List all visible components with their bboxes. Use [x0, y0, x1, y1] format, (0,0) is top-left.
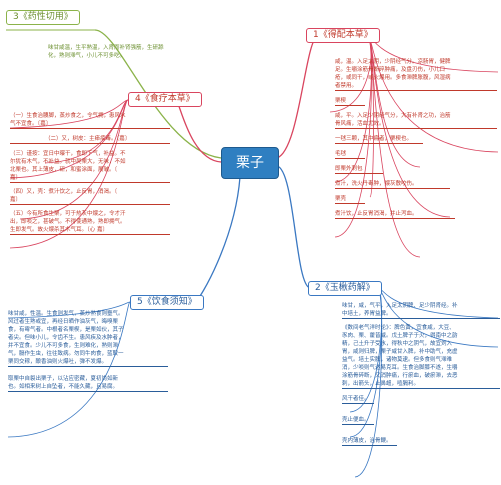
text-line: 者尖。但味小儿，令齿不生。患风疾及水肿者，: [8, 335, 124, 341]
text-line: 益气。培土实脾，诸物莫逮。但多食则气滞难: [342, 357, 453, 363]
text-line: 精，己土升子受水，得秋中之阴气，故宜刘入: [342, 341, 453, 347]
text-line: （二）又，树皮：主瘅痃毒。〔嘉〕: [10, 135, 170, 144]
text-line: 消，少啖则气达易克耳。生食治脚膝不遂，生嚼: [342, 365, 458, 371]
text-line: 嘉〕: [10, 174, 170, 183]
text-line: 疮，或同干，或火煨用。多食滞脾胀腹，风湿病: [335, 75, 451, 81]
text-line: （五）今有所食生栗，可于热灰中煨之，令才汗: [10, 211, 126, 217]
topic-yaoxing-qieyong[interactable]: 3《药性切用》: [6, 10, 80, 25]
text-line: 北栗也。其上薄皮，研，和蜜涂面，展皱。〔: [10, 167, 118, 173]
text-line: 食，有霉气者。中根者名栗楔，是栗如伙，其子: [8, 327, 124, 333]
text-line: 气，膈作生虫，往往致病。勿同牛肉食，蓝取一: [8, 351, 124, 357]
text-line: 涂筋骨碎断，又消肿痛，行瘀血，破瘀滞，去恶: [342, 373, 458, 379]
topic-defei-bencao[interactable]: 1《得配本草》: [306, 28, 380, 43]
text-line: 栗壳: [335, 195, 365, 204]
text-line: 骨风痛，活血尤效。: [335, 120, 497, 129]
text-line: 壳止便血。: [342, 416, 374, 425]
text-line: 并不宜食。少儿不可多食，生则难化，熟则滞: [8, 343, 119, 349]
yuqiu-yaojie-text: 味甘，咸，气平，入足太阴脾、足少阴肾经。补 中培土，养胃益脾。 《数间老气洋时论…: [342, 302, 500, 446]
text-line: 即栗外刺包: [335, 165, 383, 174]
text-line: 嘉〕: [10, 196, 170, 205]
text-line: 味甘，咸，气平，入足太阴脾、足少阴肾经。补: [342, 303, 458, 309]
text-line: 《数间老气洋时论》：脾色黄，宜食咸，大豆、: [342, 325, 455, 331]
text-line: （一）生食治腰脚，蒸炒食之，令气拥，患风水: [10, 113, 126, 119]
text-line: 气不宜食。〔嘉〕: [10, 120, 170, 129]
text-line: 味甘咸，性温。生食则发气，蒸炒熟食则壅气。: [8, 311, 124, 317]
text-line: 也。如相来树上自坠者，不能久藏，且易腐。: [8, 383, 168, 392]
yinshi-xuzhi-text: 味甘咸，性温。生食则发气，蒸炒熟食则壅气。 风过者生熟或宜，再经日晒作油灰气，晦…: [8, 310, 168, 392]
text-line: 豕肉、栗、藿皆咸。戊土脾子于火，得南中之韵: [342, 333, 458, 339]
text-line: （四）又，壳：煮汁饮之，止反胃，消渴。〔: [10, 189, 118, 195]
defei-bencao-text: 咸，温。入足太阴，少阴经气分。凉肠胃，健脾 足。生嚼涂筋骨断碎肿痛，及盘刃伤，小…: [335, 58, 497, 219]
text-line: 栗同交稼，酿香油则火爆吐，弹不发爆。: [8, 358, 168, 367]
text-line: 化，熟则滞气，小儿不可多吃。: [48, 53, 126, 59]
text-line: 足。生嚼涂筋骨断碎肿痛，及盘刃伤，小儿口: [335, 67, 446, 73]
text-line: 风过者生熟或宜，再经日晒作油灰气，晦嗅栗: [8, 319, 119, 325]
text-line: 毛毬: [335, 150, 365, 159]
text-line: 生即发气。故火煨杀其木气耳。〔心 嘉〕: [10, 226, 170, 235]
text-line: 尔犹有木气，不补益。就中吴栗大，无味，不如: [10, 159, 126, 165]
topic-shiliao-bencao[interactable]: 4《食疗本草》: [128, 92, 202, 107]
text-line: （三）谨按：宜日中曝干，食即下气，补益。不: [10, 151, 126, 157]
text-line: 风干者佳。: [342, 395, 374, 404]
text-line: 味甘咸温，生平熟温，入肾而补肾强筋，生研舔: [48, 45, 164, 51]
text-line: 壳内薄皮，治骨鲠。: [342, 437, 397, 446]
text-line: 刺，出箭头，止鼻衄，噎膈利。: [342, 380, 500, 389]
topic-yuqiu-yaojie[interactable]: 2《玉楸药解》: [308, 281, 382, 296]
text-line: 煮汁，洗火丹毒肿，煨灰敷咬伤。: [335, 180, 450, 189]
text-line: 一毬三颗，其中扁者，栗楔也。: [335, 135, 423, 144]
text-line: 咸，平。入足少阴经气分，大有补肾之功，治筋: [335, 113, 451, 119]
text-line: 咸，温。入足太阴，少阴经气分。凉肠胃，健脾: [335, 59, 451, 65]
text-line: 出，即啖之，甚破气。不得使通熟，熟即拥气。: [10, 219, 126, 225]
yaoxing-qieyong-text: 味甘咸温，生平熟温，入肾而补肾强筋，生研舔 化，熟则滞气，小儿不可多吃。: [48, 44, 198, 60]
central-topic[interactable]: 栗子: [221, 147, 279, 179]
text-line: 栗楔: [335, 97, 365, 106]
text-line: 煮汁饮，止反胃消渴，并止泻血。: [335, 210, 455, 219]
text-line: 取栗中自裂出栗子，以沾应密藏，夏初尚如新: [8, 376, 119, 382]
text-line: 胃，咸则归脾，栗子咸甘入脾，补中助气，充虚: [342, 349, 458, 355]
shiliao-bencao-text: （一）生食治腰脚，蒸炒食之，令气拥，患风水 气不宜食。〔嘉〕 （二）又，树皮：主…: [10, 112, 170, 235]
text-line: 中培土，养胃益脾。: [342, 310, 500, 319]
topic-yinshi-xuzhi[interactable]: 5《饮食须知》: [130, 295, 204, 310]
text-line: 者禁用。: [335, 82, 497, 91]
